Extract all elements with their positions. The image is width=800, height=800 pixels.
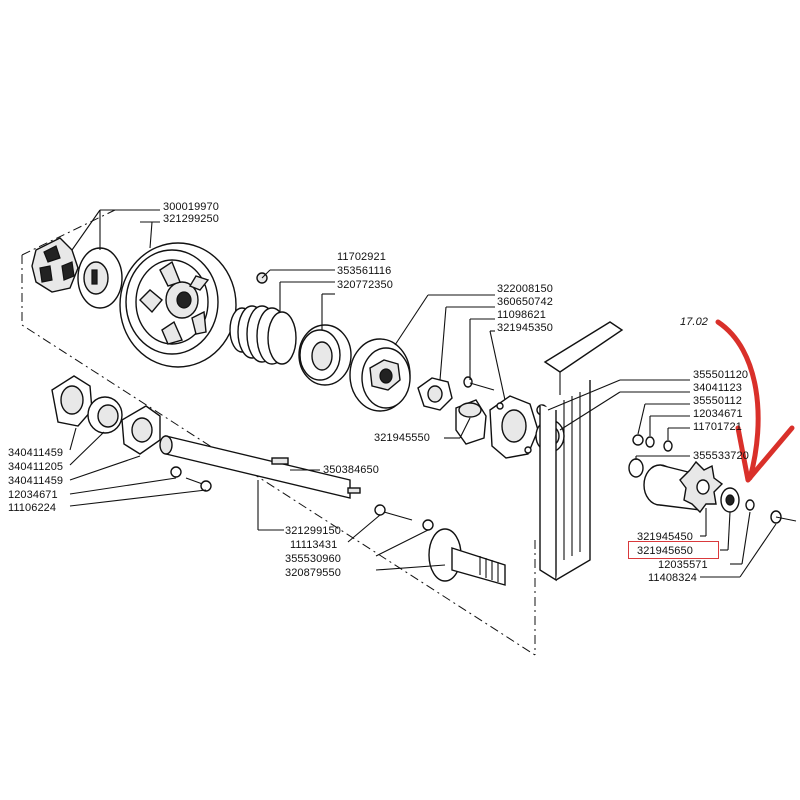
- part-label-321945550: 321945550: [374, 432, 430, 444]
- part-label-322008150: 322008150: [497, 283, 553, 295]
- left-flange-a: [51, 375, 93, 427]
- part-label-300019970: 300019970: [163, 201, 219, 213]
- part-label-11701721: 11701721: [693, 421, 742, 433]
- left-bushing: [87, 396, 123, 434]
- coupling-hub: [77, 247, 123, 309]
- shaft-bolt: [185, 477, 212, 492]
- part-label-355533720: 355533720: [693, 450, 749, 462]
- part-label-321945350: 321945350: [497, 322, 553, 334]
- pin-bolt: [374, 504, 413, 521]
- part-label-12035571: 12035571: [658, 559, 708, 571]
- part-label-353561116: 353561116: [337, 265, 392, 277]
- part-label-35550112: 35550112: [693, 395, 742, 407]
- coupling-spider: [31, 237, 79, 293]
- right-flange: [489, 395, 539, 459]
- sprocket-hub: [720, 487, 740, 513]
- part-label-320879550: 320879550: [285, 567, 341, 579]
- part-label-11113431: 11113431: [290, 539, 338, 551]
- pulley: [119, 242, 237, 368]
- part-label-355530960: 355530960: [285, 553, 341, 565]
- flange-housing: [349, 338, 411, 412]
- reference-number: 17.02: [680, 316, 709, 328]
- spring: [229, 272, 297, 365]
- left-flange-b: [121, 405, 161, 455]
- part-label-11408324: 11408324: [648, 572, 697, 584]
- support-bracket: [539, 321, 624, 582]
- part-label-321945450: 321945450: [637, 531, 693, 543]
- assembly-frame: [21, 209, 536, 656]
- part-label-11098621: 11098621: [497, 309, 546, 321]
- part-label-11106224: 11106224: [8, 502, 57, 514]
- leader-lines: [69, 209, 777, 578]
- stub-axle: [428, 528, 506, 586]
- highlight-box-321945650: [628, 541, 719, 559]
- part-label-350384650: 350384650: [323, 464, 379, 476]
- washer-d: [663, 440, 673, 452]
- part-label-320772350: 320772350: [337, 279, 393, 291]
- lock-washer: [745, 499, 755, 511]
- part-label-340411459-b: 340411459: [8, 475, 64, 487]
- thick-washer: [298, 324, 352, 386]
- red-arrow-annotation: [715, 319, 795, 483]
- shaft-washer: [170, 466, 182, 478]
- part-label-321299250: 321299250: [163, 213, 219, 225]
- part-label-12034671-right: 12034671: [693, 408, 743, 420]
- drive-shaft: [159, 435, 361, 499]
- part-label-34041123: 34041123: [693, 382, 742, 394]
- washer-a: [628, 458, 644, 478]
- part-label-11702921: 11702921: [337, 251, 386, 263]
- part-label-355501120: 355501120: [693, 369, 749, 381]
- part-label-321299150: 321299150: [285, 525, 341, 537]
- sprocket: [643, 460, 724, 514]
- small-bolt: [463, 376, 495, 391]
- washer-b: [632, 434, 644, 446]
- part-label-321945650: 321945650: [637, 545, 693, 557]
- sprocket-bolt: [770, 510, 797, 524]
- bushing: [455, 399, 487, 445]
- part-label-360650742: 360650742: [497, 296, 553, 308]
- part-label-12034671: 12034671: [8, 489, 58, 501]
- stub-washer: [422, 519, 434, 531]
- part-label-340411205: 340411205: [8, 461, 64, 473]
- washer-c: [645, 436, 655, 448]
- part-label-340411459-a: 340411459: [8, 447, 64, 459]
- hex-nut: [417, 377, 453, 411]
